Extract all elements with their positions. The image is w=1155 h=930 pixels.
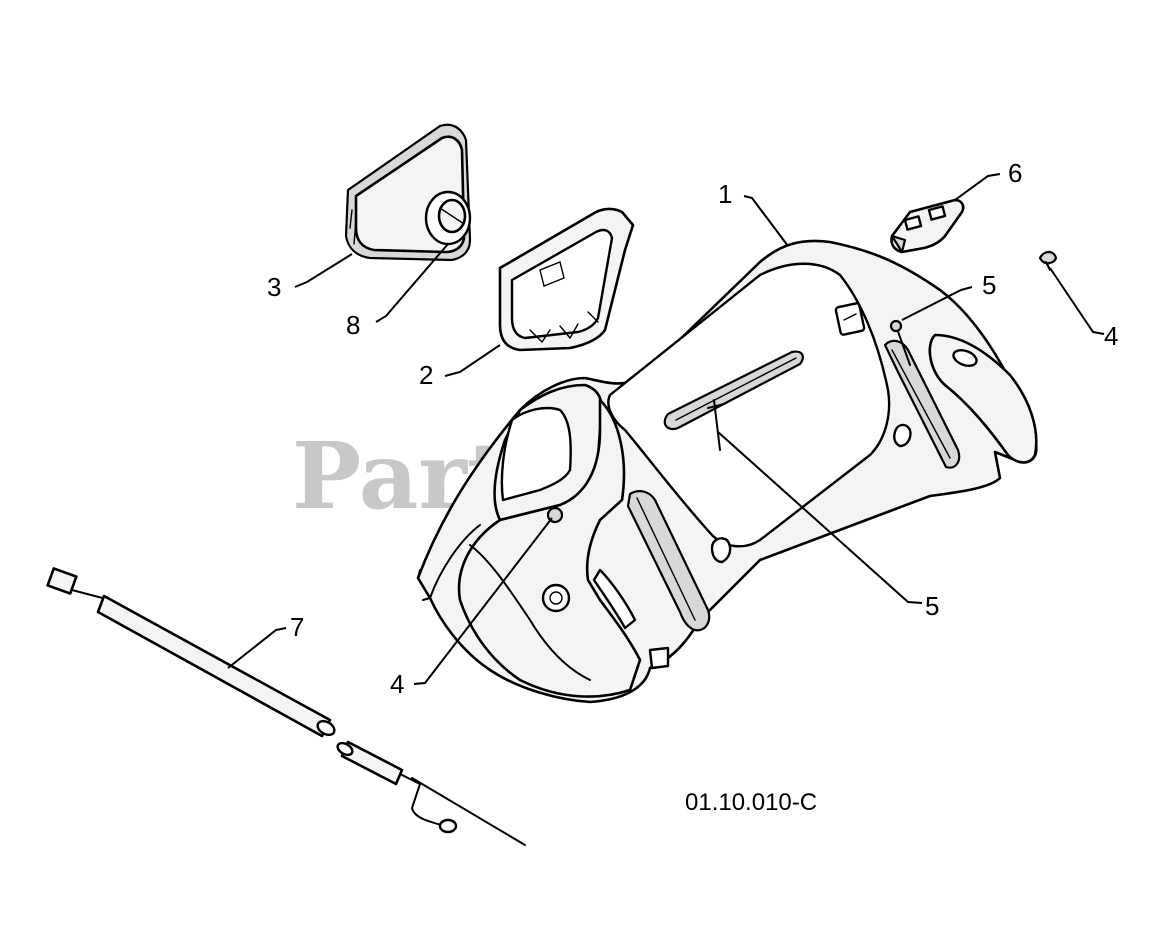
callout-4-left: 4 [390,669,404,699]
part-6-switch[interactable] [890,198,965,254]
callout-2: 2 [419,360,433,390]
callout-3: 3 [267,272,281,302]
diagram-code: 01.10.010-C [685,789,817,816]
part-2-light-frame[interactable] [498,207,635,352]
callout-8: 8 [346,310,360,340]
callout-6: 6 [1008,158,1022,188]
part-4-screw-right[interactable] [1038,250,1058,271]
part-8-bulb[interactable] [424,190,472,246]
part-7-cable[interactable] [46,567,526,846]
callout-labels: 1 2 3 4 4 5 5 6 7 8 [267,158,1118,699]
callout-4-right: 4 [1104,321,1118,351]
part-5-clip-right[interactable] [889,319,911,366]
part-1-hood[interactable] [416,239,1038,704]
callout-1: 1 [718,179,732,209]
callout-5-center: 5 [925,591,939,621]
callout-7: 7 [290,612,304,642]
callout-5-right: 5 [982,270,996,300]
part-5-clip-center[interactable] [707,399,725,451]
callout-leaders [227,173,1105,685]
